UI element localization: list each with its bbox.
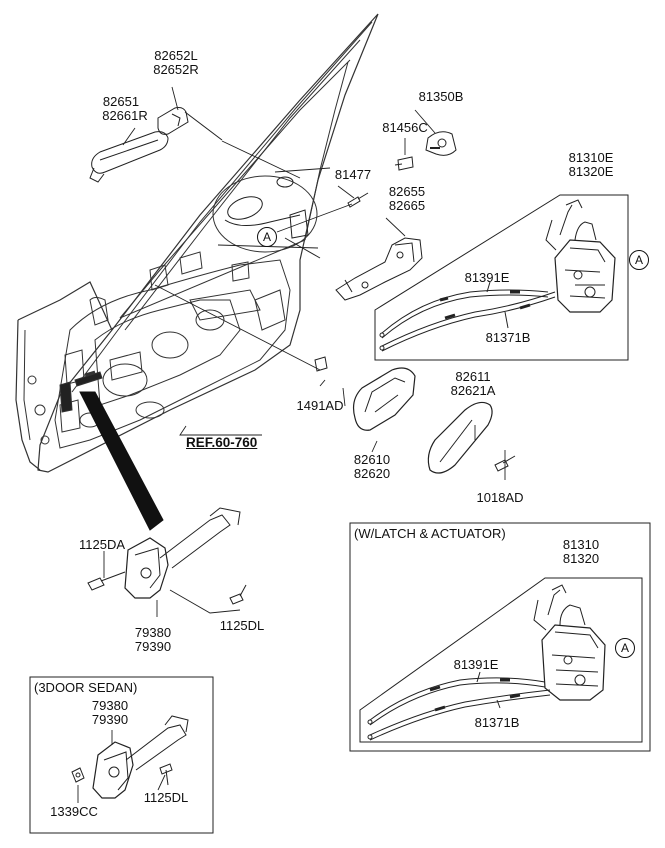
label-1339CC: 1339CC (50, 804, 98, 819)
label-81391E-bot: 81391E (453, 657, 499, 672)
label-1018AD: 1018AD (476, 490, 524, 505)
pointer-wedge (79, 391, 164, 531)
label-81371B-top: 81371B (485, 330, 531, 345)
inside-handle-bracket (335, 237, 423, 301)
label-82651: 82651 (102, 94, 140, 109)
label-82652L: 82652L (154, 48, 198, 63)
door-checker (87, 507, 247, 605)
label-81320E: 81320E (568, 164, 614, 179)
inside-handle (352, 367, 416, 431)
outside-handle (89, 107, 223, 183)
sedan-box (29, 676, 214, 834)
label-81371B-bot: 81371B (474, 715, 520, 730)
label-82661R: 82661R (102, 108, 148, 123)
label-82621A: 82621A (450, 383, 496, 398)
label-81350B: 81350B (418, 89, 464, 104)
label-81310: 81310 (562, 537, 600, 552)
screw-1018AD (494, 455, 516, 472)
label-81320: 81320 (562, 551, 600, 566)
screw-81477 (347, 192, 369, 208)
label-1125DL-main: 1125DL (219, 618, 265, 633)
label-79380-main: 79380 (134, 625, 172, 640)
label-82652R: 82652R (153, 62, 199, 77)
label-82610: 82610 (353, 452, 391, 467)
striker (394, 131, 457, 171)
label-82620: 82620 (353, 466, 391, 481)
label-1125DL-box: 1125DL (143, 790, 189, 805)
label-79380-box: 79380 (91, 698, 129, 713)
label-79390-main: 79390 (134, 639, 172, 654)
ref-link-60-760[interactable]: REF.60-760 (186, 435, 258, 450)
latch-actuator-box-title: (W/LATCH & ACTUATOR) (354, 526, 506, 541)
sedan-box-title: (3DOOR SEDAN) (34, 680, 138, 695)
clip-1491AD (314, 356, 328, 372)
latch-box-top (374, 194, 629, 361)
callout-a-latch-actuator: A (615, 638, 635, 658)
callout-a-door: A (257, 227, 277, 247)
latch-actuator-box (349, 522, 651, 752)
leader-lines (103, 86, 506, 617)
label-82665: 82665 (388, 198, 426, 213)
door-panel (15, 13, 379, 473)
label-1491AD: 1491AD (296, 398, 344, 413)
callout-a-latch-top: A (629, 250, 649, 270)
label-81391E-top: 81391E (464, 270, 510, 285)
label-79390-box: 79390 (91, 712, 129, 727)
label-81456C: 81456C (382, 120, 428, 135)
label-81310E: 81310E (568, 150, 614, 165)
label-82611: 82611 (455, 369, 491, 384)
label-81477: 81477 (334, 167, 372, 182)
label-1125DA: 1125DA (78, 537, 126, 552)
label-82655: 82655 (388, 184, 426, 199)
handle-cover (427, 401, 493, 474)
